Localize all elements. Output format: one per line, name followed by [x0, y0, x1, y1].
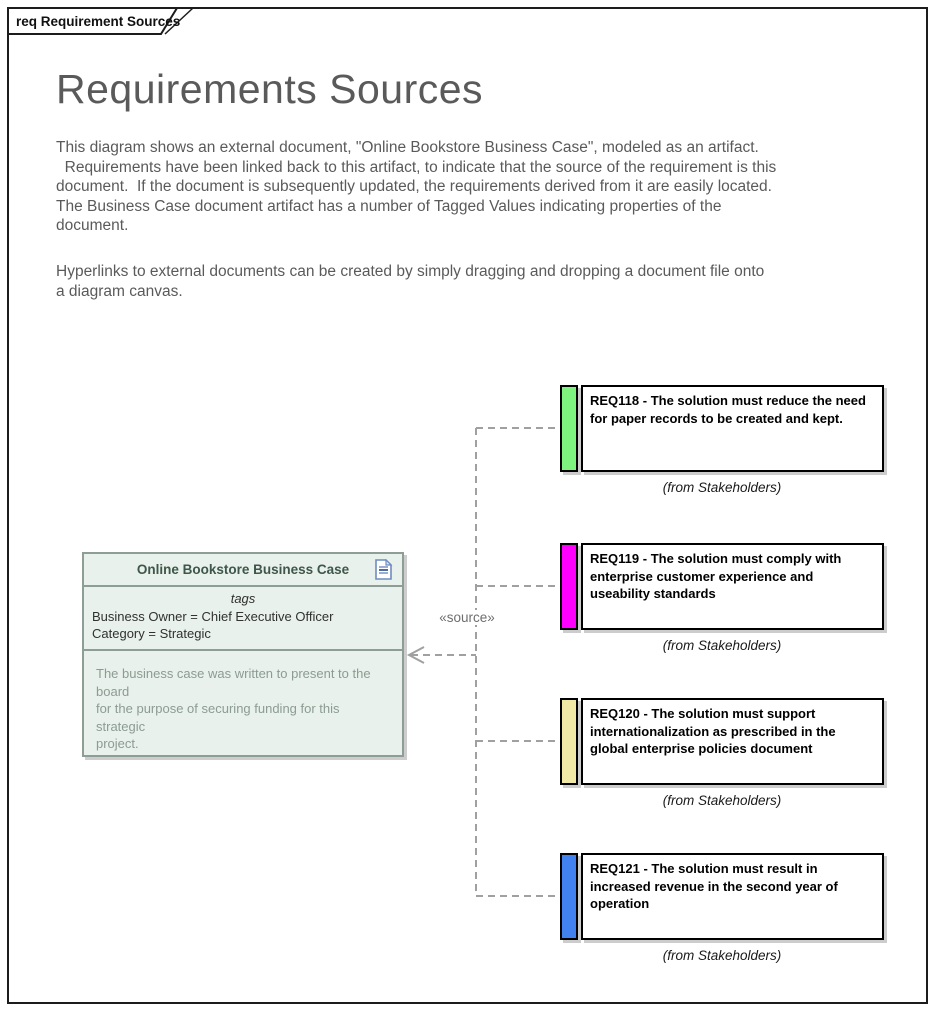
requirement-req120[interactable]: REQ120 - The solution must support inter…	[560, 698, 884, 785]
intro-paragraph-1: This diagram shows an external document,…	[56, 139, 777, 234]
requirement-text-req118: REQ118 - The solution must reduce the ne…	[581, 385, 884, 472]
tagged-value-category: Category = Strategic	[92, 626, 211, 641]
tagged-value-business-owner: Business Owner = Chief Executive Officer	[92, 608, 334, 624]
status-color-bar-req121	[560, 853, 578, 940]
artifact-online-bookstore-business-case[interactable]: Online Bookstore Business Case tags Busi…	[82, 552, 404, 757]
requirement-req121[interactable]: REQ121 - The solution must result in inc…	[560, 853, 884, 940]
from-stakeholders-label-req120: (from Stakeholders)	[662, 793, 782, 808]
requirement-text-req121: REQ121 - The solution must result in inc…	[581, 853, 884, 940]
tags-compartment-heading: tags	[230, 591, 256, 606]
artifact-notes-compartment: The business case was written to present…	[96, 666, 371, 751]
intro-paragraph-2: Hyperlinks to external documents can be …	[56, 263, 765, 300]
requirement-req118[interactable]: REQ118 - The solution must reduce the ne…	[560, 385, 884, 472]
page-title: Requirements Sources	[56, 66, 484, 112]
artifact-title: Online Bookstore Business Case	[136, 562, 350, 577]
from-stakeholders-label-req119: (from Stakeholders)	[662, 638, 782, 653]
requirement-text-req120: REQ120 - The solution must support inter…	[581, 698, 884, 785]
status-color-bar-req118	[560, 385, 578, 472]
document-icon[interactable]	[374, 559, 393, 581]
requirement-text-req119: REQ119 - The solution must comply with e…	[581, 543, 884, 630]
frame-tab-shape	[7, 7, 179, 35]
requirement-req119[interactable]: REQ119 - The solution must comply with e…	[560, 543, 884, 630]
artifact-header: Online Bookstore Business Case	[84, 554, 402, 587]
source-stereotype-label: «source»	[427, 610, 507, 625]
artifact-tags-compartment: tags Business Owner = Chief Executive Of…	[84, 587, 402, 651]
diagram-frame-tab: req Requirement Sources	[7, 7, 194, 35]
frame-tab-label: req Requirement Sources	[16, 14, 180, 29]
frame-tab-slant-line	[164, 7, 194, 35]
from-stakeholders-label-req118: (from Stakeholders)	[662, 480, 782, 495]
status-color-bar-req119	[560, 543, 578, 630]
from-stakeholders-label-req121: (from Stakeholders)	[662, 948, 782, 963]
status-color-bar-req120	[560, 698, 578, 785]
diagram-frame	[7, 7, 928, 1004]
